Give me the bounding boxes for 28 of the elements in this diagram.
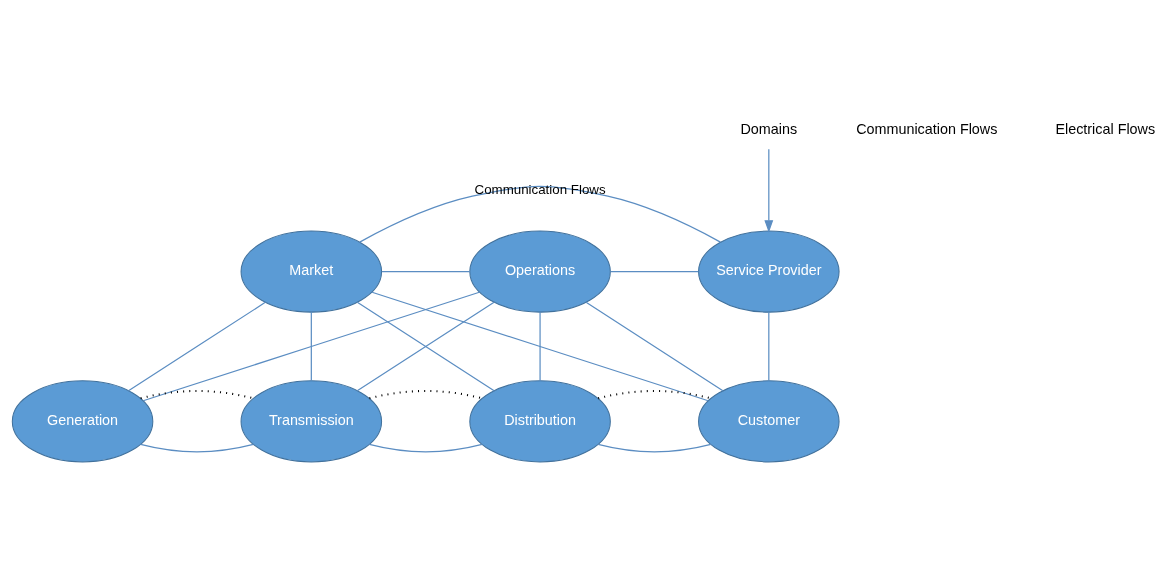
node-text: Domains (740, 121, 798, 138)
node-ellipse: Distribution (469, 380, 611, 463)
node-ellipse: Transmission (240, 380, 383, 463)
connector (127, 301, 266, 392)
connector (368, 443, 483, 453)
connector (381, 271, 471, 273)
label: Electrical Flows (1055, 121, 1156, 138)
connector (356, 301, 495, 392)
arrow (764, 148, 774, 233)
connector (585, 301, 724, 392)
connector (140, 389, 254, 400)
connector (359, 185, 722, 243)
connector (140, 443, 254, 453)
connector (310, 311, 312, 382)
connector (369, 389, 483, 400)
connector (610, 271, 699, 273)
node-ellipse: Generation (11, 380, 154, 463)
node-ellipse: Market (240, 230, 383, 313)
node-ellipse: Service Provider (698, 230, 840, 313)
connector (768, 311, 770, 382)
label: Communication Flows (856, 121, 998, 138)
node-ellipse: Operations (469, 230, 611, 313)
connector (539, 311, 541, 382)
node-ellipse: Customer (698, 380, 840, 463)
connector (142, 291, 480, 402)
connector (597, 443, 712, 453)
connector (597, 389, 712, 400)
connector (371, 291, 709, 402)
